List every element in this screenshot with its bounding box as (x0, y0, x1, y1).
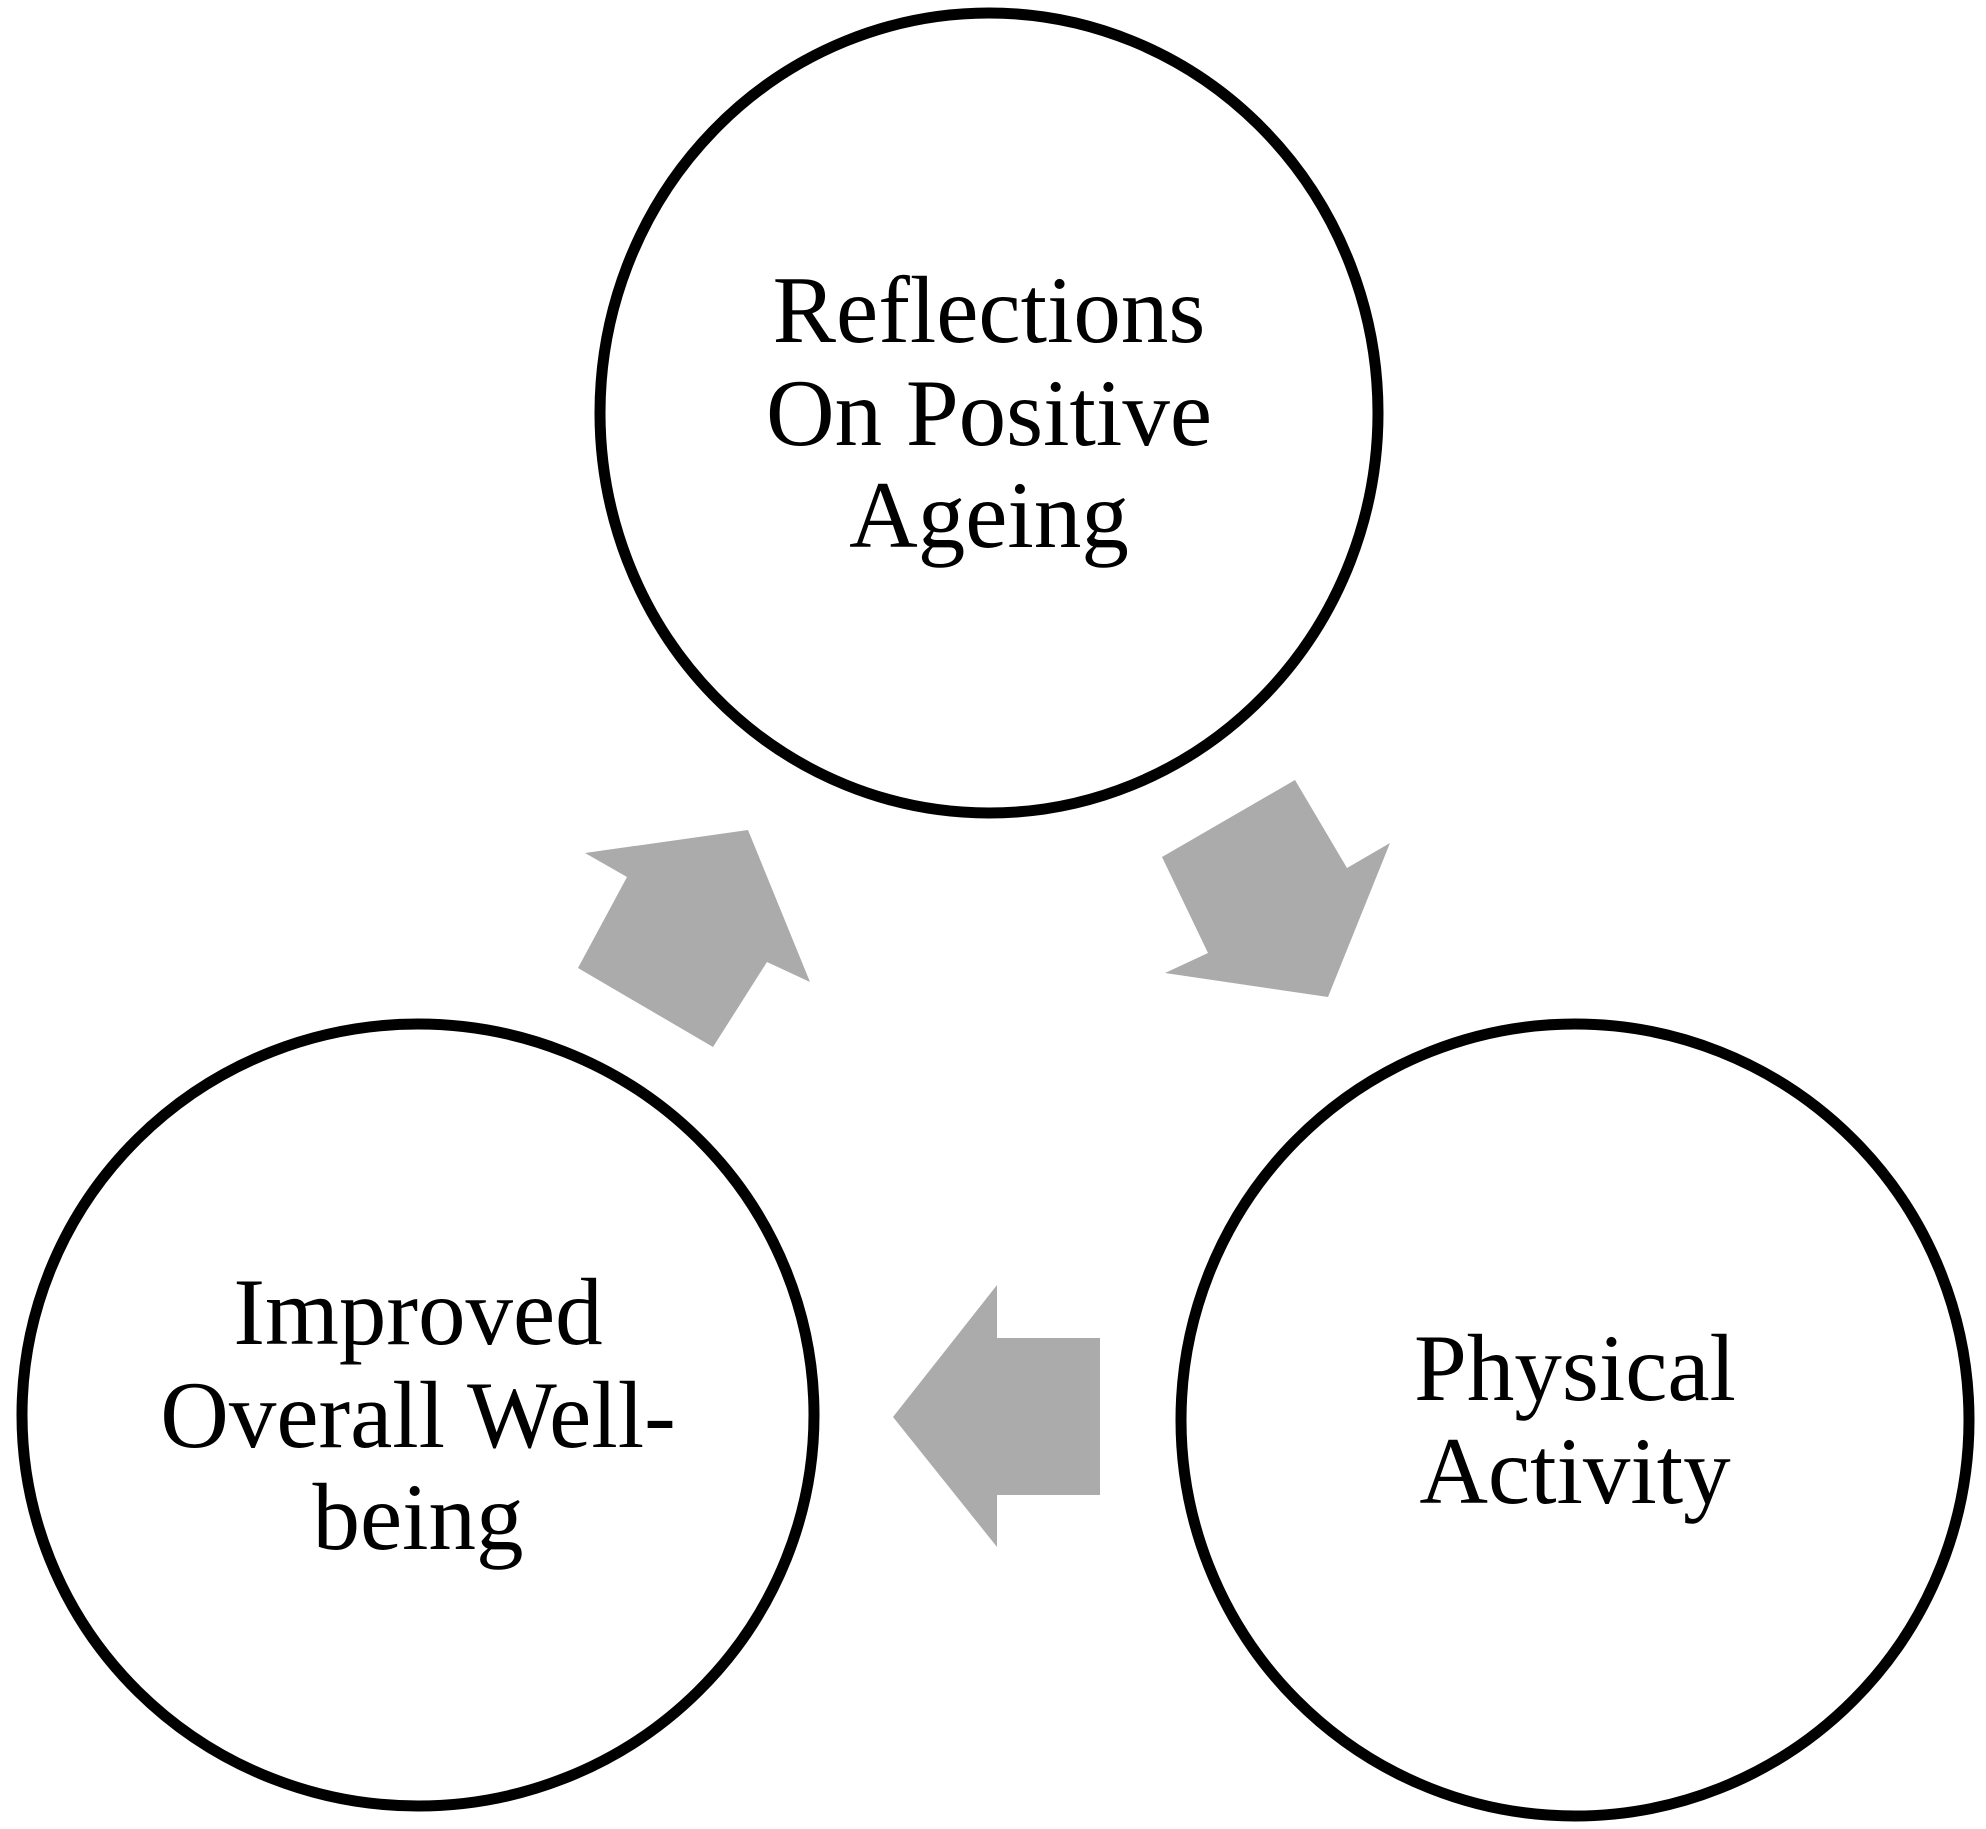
arrow-top-to-bottomright-icon (1162, 780, 1390, 997)
arrow-bottomright-to-bottomleft-icon (893, 1285, 1100, 1547)
circle-improved-overall-well-being (16, 1018, 820, 1812)
circle-reflections-on-positive-ageing (594, 7, 1384, 819)
circle-physical-activity (1175, 1018, 1975, 1822)
arrow-bottomleft-to-top-icon (578, 830, 810, 1047)
